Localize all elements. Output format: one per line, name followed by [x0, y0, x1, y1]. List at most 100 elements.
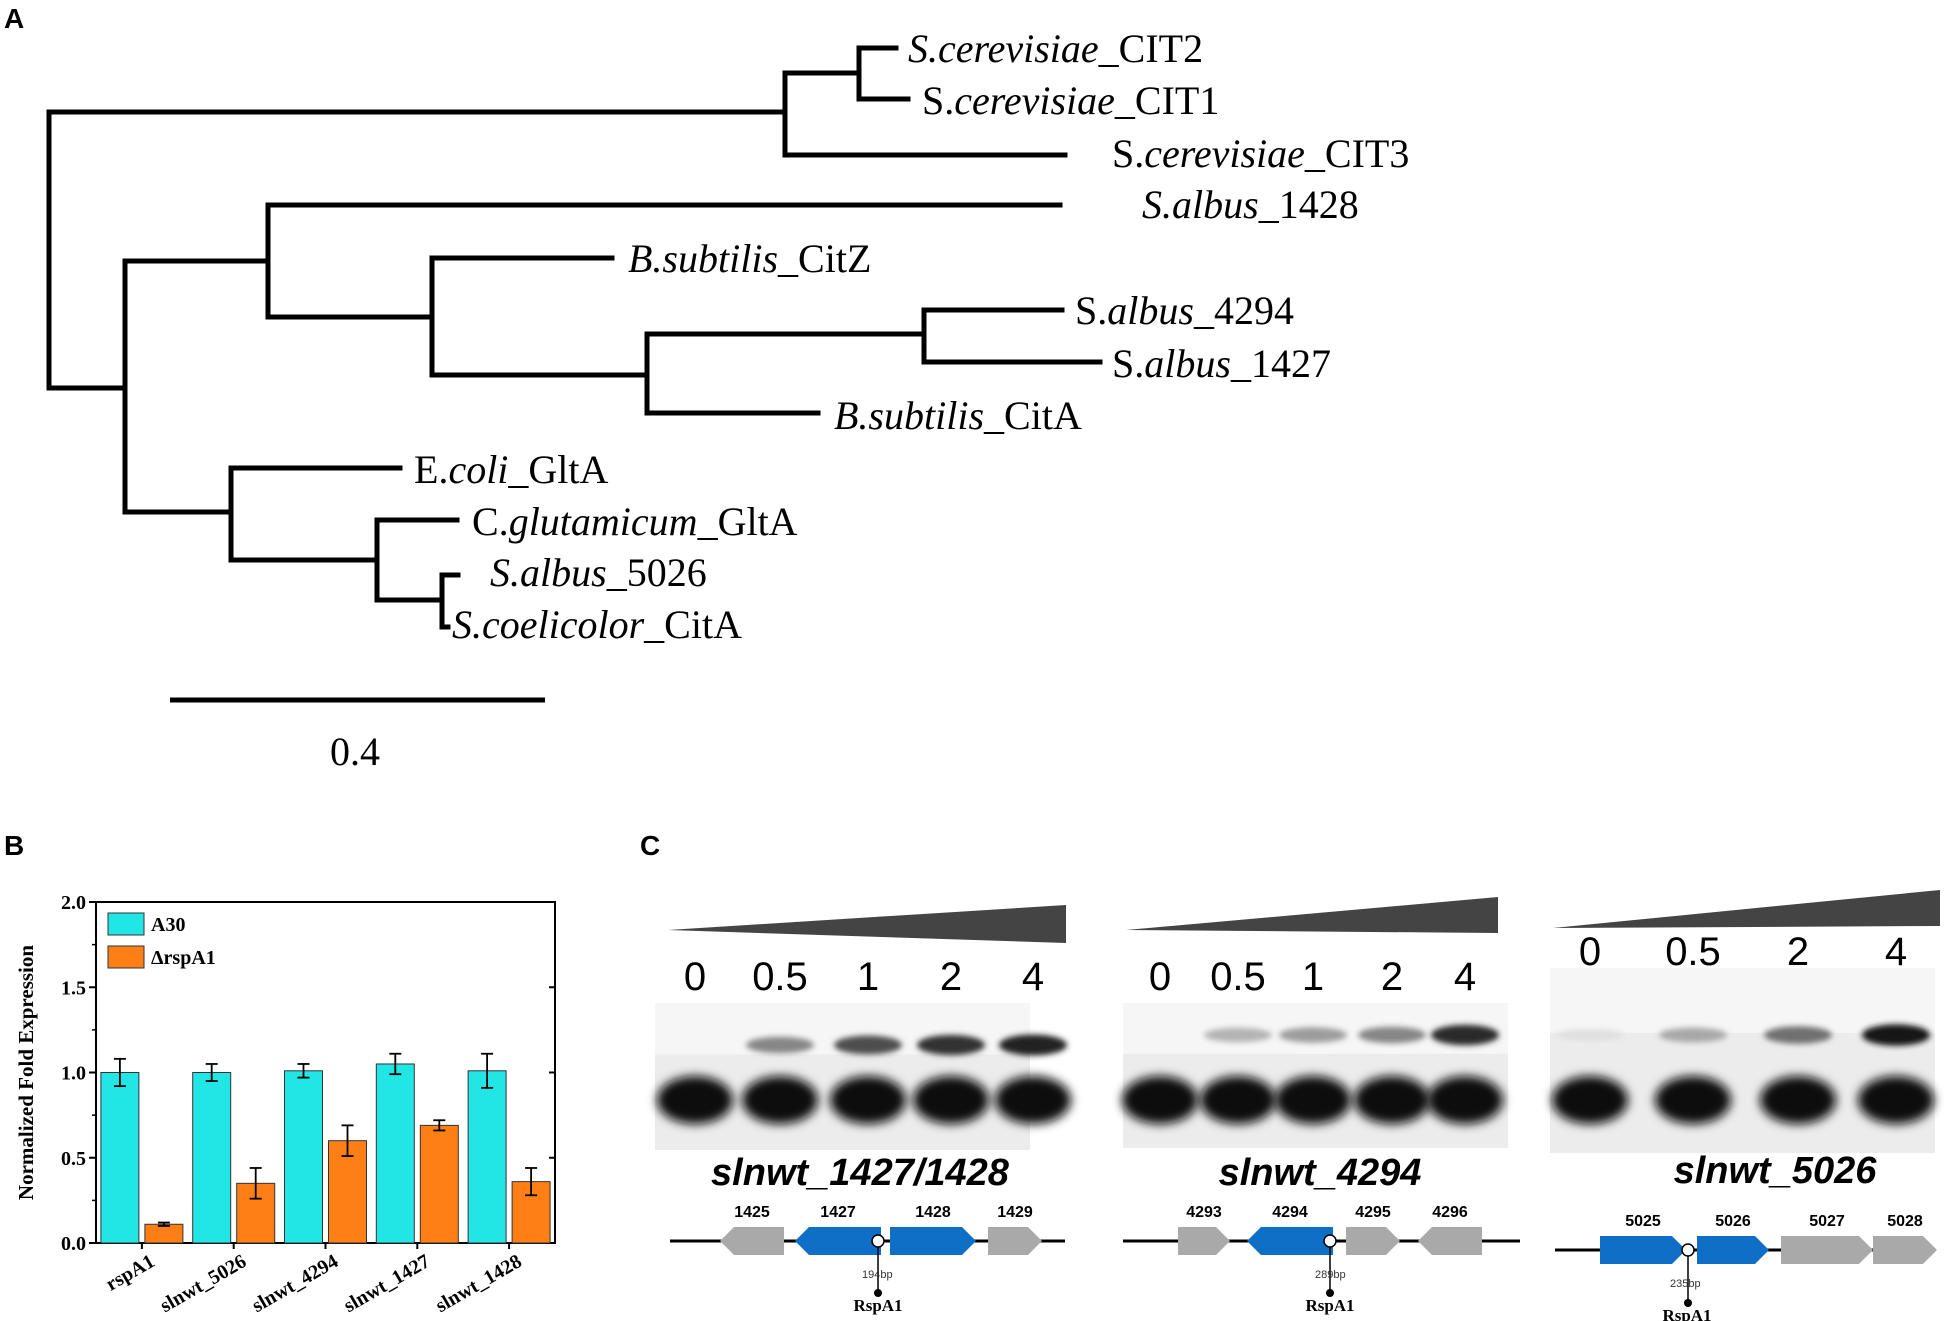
tree-leaf-label: S.coelicolor_CitA: [452, 602, 742, 647]
x-tick-label: slnwt_1427: [340, 1250, 434, 1317]
free-probe-band: [1552, 1076, 1628, 1124]
tree-leaf-label: B.subtilis_CitZ: [628, 236, 871, 281]
probe-title: slnwt_1427/1428: [711, 1152, 1010, 1194]
scale-bar-label: 0.4: [330, 729, 380, 774]
x-tick-label: slnwt_1428: [432, 1250, 526, 1317]
tree-leaf-label: S.albus_5026: [490, 550, 707, 595]
binding-site-marker: [1323, 1234, 1337, 1248]
bar-a30: [100, 1072, 140, 1244]
legend-label: ΔrspA1: [151, 947, 216, 969]
gene-arrow: [1600, 1236, 1686, 1264]
free-probe-band: [1858, 1076, 1934, 1124]
concentration-wedge: [1126, 897, 1498, 933]
distance-label: 194bp: [862, 1269, 893, 1281]
tree-leaf-label: E.coli_GltA: [414, 447, 609, 492]
free-probe-band: [1760, 1076, 1836, 1124]
shifted-complex-band: [834, 1035, 902, 1055]
gene-arrow: [1781, 1236, 1873, 1264]
bar-a30: [284, 1070, 323, 1244]
tree-leaf-label: S.albus_1427: [1112, 341, 1331, 386]
regulator-label: RspA1: [1662, 1306, 1711, 1321]
gene-arrow: [1697, 1236, 1769, 1264]
shifted-complex-band: [1431, 1024, 1499, 1046]
tree-leaf-label: S.cerevisiae_CIT2: [908, 26, 1203, 71]
free-probe-band: [1354, 1076, 1430, 1124]
y-tick-label: 1.0: [61, 1063, 86, 1085]
binding-site-marker: [1681, 1243, 1695, 1257]
free-probe-band: [1655, 1076, 1731, 1124]
lane-concentration-label: 4: [1885, 930, 1907, 974]
regulator-dot: [1326, 1289, 1334, 1297]
lane-concentration-label: 0: [684, 955, 706, 999]
gene-arrow: [890, 1227, 976, 1255]
panel-label-b: B: [4, 830, 24, 861]
free-probe-band: [1427, 1076, 1503, 1124]
lane-concentration-label: 0.5: [1665, 930, 1721, 974]
free-probe-band: [830, 1076, 906, 1124]
x-tick-label: rspA1: [102, 1250, 158, 1295]
shifted-complex-band: [1358, 1026, 1426, 1044]
shifted-complex-band: [746, 1036, 814, 1054]
tree-leaf-label: S.cerevisiae_CIT3: [1112, 131, 1409, 176]
tree-leaf-label: B.subtilis_CitA: [834, 393, 1082, 438]
shifted-complex-band: [1862, 1024, 1930, 1046]
shifted-complex-band: [1204, 1027, 1272, 1043]
shifted-complex-band: [1764, 1026, 1832, 1044]
tree-leaf-label: S.albus_1428: [1142, 182, 1359, 227]
legend-label: A30: [151, 914, 185, 936]
gene-arrow: [1178, 1227, 1230, 1255]
free-probe-band: [1200, 1076, 1276, 1124]
regulator-label: RspA1: [853, 1296, 902, 1315]
panel-label-a: A: [4, 3, 24, 34]
scale-bar: 0.4: [170, 697, 545, 774]
distance-label: 289bp: [1315, 1269, 1346, 1281]
bar-a30: [192, 1072, 232, 1244]
panel-label-c: C: [640, 830, 660, 861]
bar-a30: [467, 1070, 507, 1244]
tree-leaf-label: S.cerevisiae_CIT1: [922, 78, 1219, 123]
free-probe-band: [913, 1076, 989, 1124]
free-probe-band: [742, 1076, 818, 1124]
gene-arrow: [720, 1227, 784, 1255]
gene-label: 1429: [997, 1204, 1033, 1221]
gene-arrow: [1247, 1227, 1333, 1255]
gel-well-area: [1550, 968, 1935, 1033]
lane-concentration-label: 2: [1787, 930, 1809, 974]
free-probe-band: [995, 1076, 1071, 1124]
bar-drspa1: [144, 1223, 184, 1244]
y-axis-label: Normalized Fold Expression: [14, 945, 38, 1200]
shifted-complex-band: [1279, 1027, 1347, 1043]
lane-concentration-label: 0: [1149, 955, 1171, 999]
shifted-complex-band: [999, 1034, 1067, 1056]
y-tick-label: 0.0: [61, 1233, 86, 1255]
gene-arrow: [1873, 1236, 1937, 1264]
lane-concentration-label: 2: [940, 955, 962, 999]
probe-title: slnwt_4294: [1219, 1152, 1422, 1194]
free-probe-band: [1122, 1076, 1198, 1124]
gene-label: 1425: [734, 1204, 770, 1221]
lane-concentration-label: 4: [1454, 955, 1476, 999]
legend-swatch: [107, 912, 145, 936]
gene-arrow: [1418, 1227, 1482, 1255]
gene-label: 1427: [820, 1204, 856, 1221]
gene-arrow: [795, 1227, 881, 1255]
distance-label: 235bp: [1670, 1278, 1701, 1290]
lane-concentration-label: 2: [1381, 955, 1403, 999]
lane-concentration-label: 0.5: [1210, 955, 1266, 999]
tree-leaf-labels: S.cerevisiae_CIT2S.cerevisiae_CIT1S.cere…: [414, 26, 1409, 647]
gene-label: 1428: [915, 1204, 951, 1221]
gene-label: 5025: [1625, 1213, 1661, 1230]
gene-label: 4296: [1432, 1204, 1468, 1221]
regulator-dot: [874, 1289, 882, 1297]
gene-label: 5028: [1887, 1213, 1923, 1230]
x-tick-label: slnwt_5026: [156, 1250, 250, 1317]
gene-arrow: [988, 1227, 1042, 1255]
legend-swatch: [107, 945, 145, 969]
x-tick-label: slnwt_4294: [248, 1250, 342, 1317]
bar-drspa1: [419, 1124, 459, 1244]
shifted-complex-band: [1556, 1028, 1624, 1042]
